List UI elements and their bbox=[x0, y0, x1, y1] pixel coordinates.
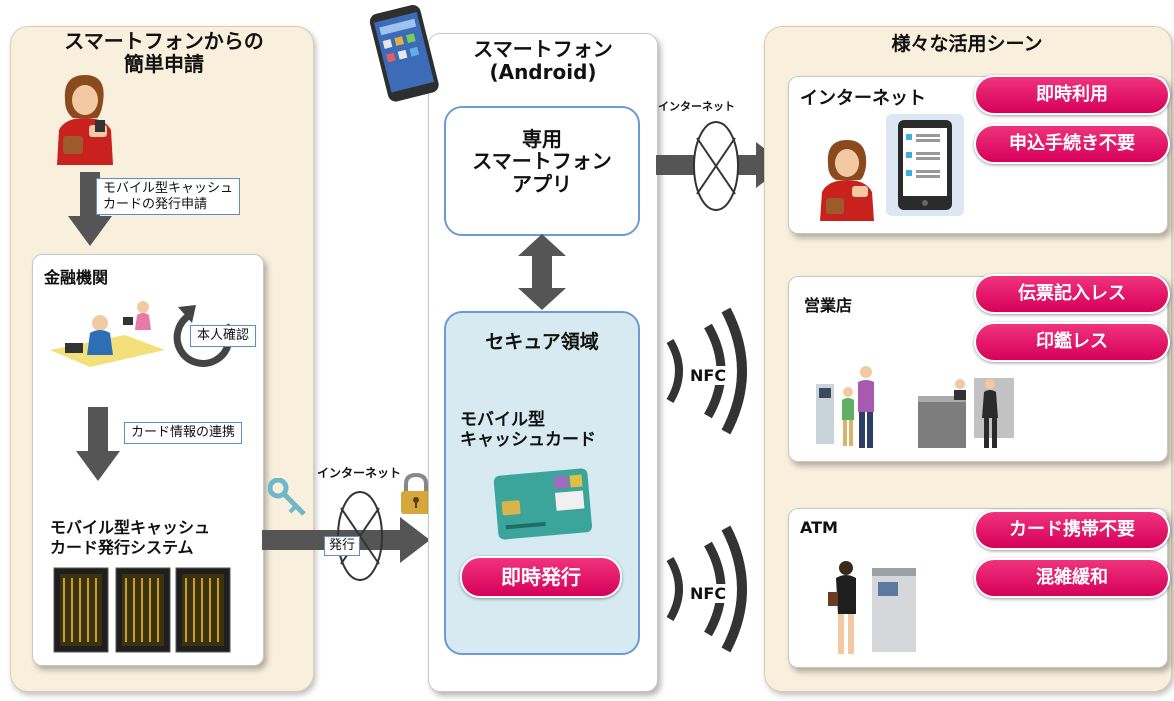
user-woman-icon bbox=[820, 140, 874, 221]
server-rack-icon bbox=[53, 567, 231, 653]
scene-badge: 伝票記入レス bbox=[974, 274, 1170, 314]
dedicated-app-label: 専用 スマートフォン アプリ bbox=[472, 127, 612, 196]
step1-label: モバイル型キャッシュ カードの発行申請 bbox=[96, 178, 241, 216]
mobile-card-title: モバイル型 キャッシュカード bbox=[460, 410, 596, 451]
secure-area-title: セキュア領域 bbox=[485, 331, 599, 353]
bank-counter-illustration bbox=[918, 378, 1014, 448]
cash-card-icon bbox=[493, 468, 593, 540]
padlock-icon bbox=[401, 472, 431, 514]
system-title: モバイル型キャッシュ カード発行システム bbox=[50, 518, 211, 557]
issue-internet-label: インターネット bbox=[317, 466, 402, 480]
scene-badge: 即時利用 bbox=[974, 75, 1170, 115]
smartphone-title: スマートフォン (Android) bbox=[473, 37, 613, 84]
internet-crossing-icon bbox=[693, 121, 739, 211]
issue-label: 発行 bbox=[324, 536, 361, 556]
instant-issue-badge: 即時発行 bbox=[460, 556, 622, 598]
usage-scenes-title: 様々な活用シーン bbox=[891, 33, 1043, 55]
atm-user-illustration bbox=[828, 561, 916, 654]
scene-badge: カード携帯不要 bbox=[974, 510, 1170, 550]
step2-label: カード情報の連携 bbox=[124, 422, 243, 444]
bank-staff-illustration bbox=[50, 301, 165, 367]
scene-badge: 混雑緩和 bbox=[974, 558, 1170, 598]
atm-scene-title: ATM bbox=[800, 518, 838, 537]
arrow-down-icon bbox=[68, 172, 112, 246]
branch-customers-illustration bbox=[816, 366, 874, 448]
bidirectional-arrow-icon bbox=[518, 234, 566, 310]
left-panel-title: スマートフォンからの 簡単申請 bbox=[64, 29, 264, 76]
institution-title: 金融機関 bbox=[44, 268, 109, 287]
branch-scene-title: 営業店 bbox=[804, 296, 853, 315]
key-icon bbox=[268, 478, 306, 516]
nfc1-label: NFC bbox=[688, 366, 729, 385]
smartphone-icon bbox=[369, 4, 439, 102]
nfc2-label: NFC bbox=[688, 584, 729, 603]
applicant-woman-icon bbox=[57, 75, 113, 165]
link-internet-label: インターネット bbox=[658, 100, 735, 113]
internet-scene-title: インターネット bbox=[800, 88, 926, 109]
identity-label: 本人確認 bbox=[190, 325, 257, 347]
scene-badge: 申込手続き不要 bbox=[974, 124, 1170, 164]
tablet-icon bbox=[886, 114, 964, 216]
scene-badge: 印鑑レス bbox=[974, 322, 1170, 362]
arrow-down-icon bbox=[76, 407, 120, 481]
